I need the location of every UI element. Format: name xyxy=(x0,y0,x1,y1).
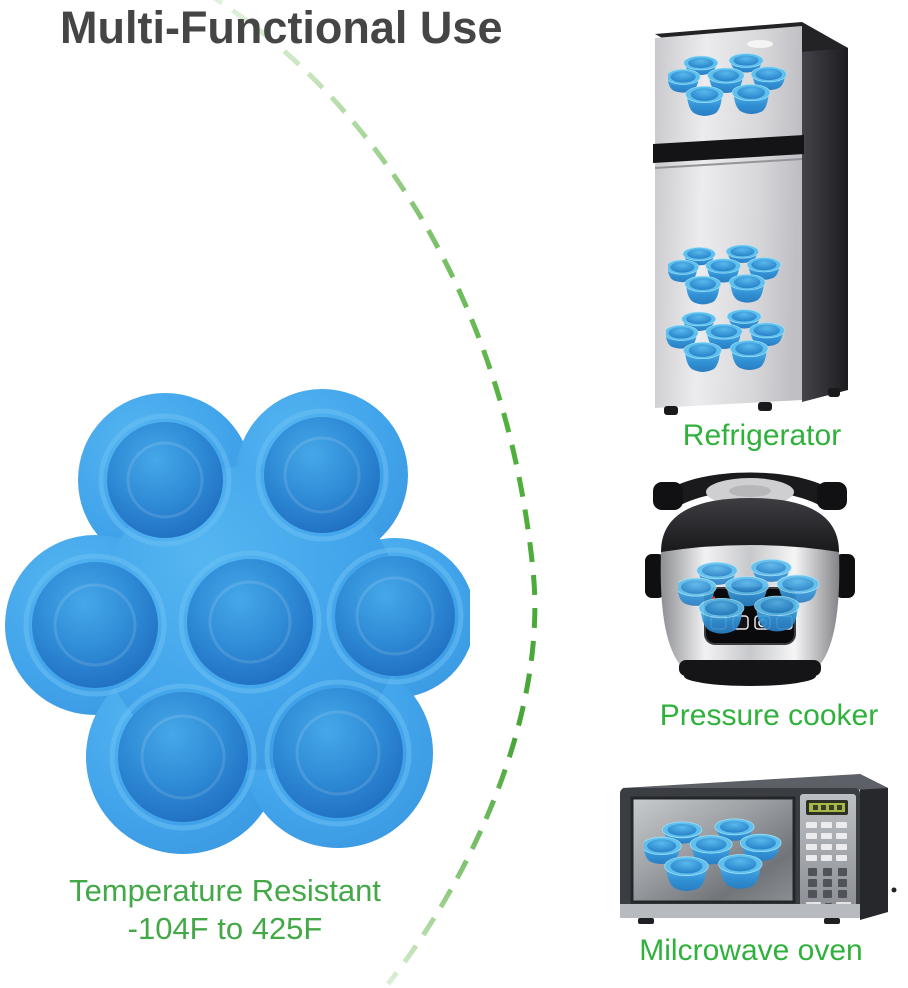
refrigerator-door-seam xyxy=(654,158,803,169)
refrigerator-graphic xyxy=(653,22,848,415)
digital-display xyxy=(809,803,845,812)
egg-bites-mold-graphic xyxy=(5,389,470,854)
pressure-cooker-photo xyxy=(645,462,855,696)
display-digits xyxy=(813,805,842,810)
pressure-cooker-graphic xyxy=(645,472,855,686)
refrigerator-feet xyxy=(664,388,840,415)
cooker-lid-cap-vent xyxy=(729,485,771,497)
function-buttons xyxy=(806,822,847,861)
cooker-side-handle-right xyxy=(835,554,855,598)
page-title: Multi-Functional Use xyxy=(60,2,503,53)
refrigerator-photo xyxy=(640,4,890,418)
refrigerator-handle xyxy=(653,135,804,163)
refrigerator-logo xyxy=(747,40,773,48)
cooker-handle-left-grip xyxy=(653,482,683,510)
refrigerator-label: Refrigerator xyxy=(682,419,842,452)
cooker-lid xyxy=(661,498,839,560)
temperature-caption-line1: Temperature Resistant xyxy=(69,873,381,908)
microwave-feet xyxy=(638,918,840,924)
microwave-control-panel xyxy=(800,794,856,914)
temperature-caption-line2: -104F to 425F xyxy=(127,911,323,946)
temperature-caption: Temperature Resistant -104F to 425F xyxy=(26,872,424,948)
mold-cavities xyxy=(23,408,464,831)
pressure-cooker-label: Pressure cooker xyxy=(659,699,879,732)
cooker-handle-right-grip xyxy=(817,482,847,510)
cooker-base-shadow xyxy=(684,666,816,686)
microwave-graphic xyxy=(620,774,897,924)
microwave-side xyxy=(860,774,888,920)
cooker-side-handle-left xyxy=(645,554,665,598)
number-keypad xyxy=(808,868,847,898)
microwave-side-knob xyxy=(891,887,897,893)
microwave-base-strip xyxy=(620,904,860,918)
refrigerator-side xyxy=(802,24,848,402)
microwave-label: Milcrowave oven xyxy=(639,934,863,967)
microwave-photo xyxy=(610,762,900,932)
egg-bites-mold-photo xyxy=(2,383,470,875)
